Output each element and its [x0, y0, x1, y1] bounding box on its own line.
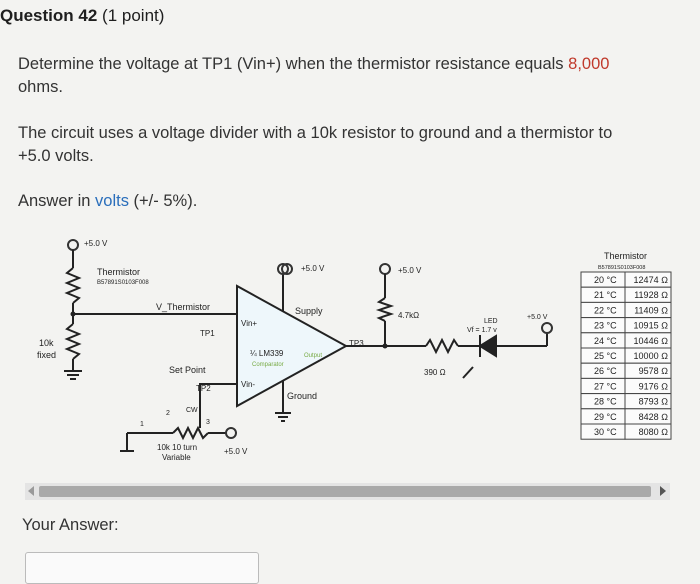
table-resistance: 8080 Ω	[639, 427, 669, 437]
circuit-diagram: +5.0 V Thermistor B57891S0103F008 V_Ther…	[37, 239, 672, 462]
table-temp: 23 °C	[594, 321, 617, 331]
label-pullup-5v: +5.0 V	[398, 266, 422, 275]
table-resistance: 11409 Ω	[634, 305, 668, 315]
table-temp: 20 °C	[594, 275, 617, 285]
label-pot-5v: +5.0 V	[224, 447, 248, 456]
label-fixed: fixed	[37, 350, 56, 360]
table-resistance: 9176 Ω	[639, 381, 669, 391]
table-temp: 28 °C	[594, 397, 617, 407]
table-temp: 27 °C	[594, 381, 617, 391]
table-resistance: 10915 Ω	[634, 321, 669, 331]
label-ground: Ground	[287, 391, 317, 401]
question-line-2: ohms.	[18, 78, 63, 96]
label-led: LED	[484, 318, 498, 325]
label-5v-left: +5.0 V	[84, 239, 108, 248]
label-tp2: TP2	[196, 384, 211, 393]
label-tp3: TP3	[349, 339, 364, 348]
your-answer-label: Your Answer:	[22, 516, 119, 534]
thermistor-table: Thermistor B57891S0103F008 20 °C 12474 Ω 2…	[580, 251, 672, 440]
horizontal-scrollbar[interactable]	[25, 483, 670, 500]
label-ic-sub: Comparator	[252, 362, 284, 368]
table-part: B57891S0103F008	[598, 265, 645, 271]
label-led-5v: +5.0 V	[527, 314, 548, 321]
label-pot-1: 10k 10 turn	[157, 443, 197, 452]
table-temp: 21 °C	[594, 290, 617, 300]
question-text: Determine the voltage at TP1 (Vin+) when…	[18, 55, 569, 73]
label-v-thermistor: V_Thermistor	[156, 302, 210, 312]
table-resistance: 10446 Ω	[634, 336, 669, 346]
resistor-10k-fixed	[64, 323, 82, 360]
label-tp1: TP1	[200, 329, 215, 338]
scroll-right-arrow-icon[interactable]	[660, 486, 666, 496]
label-390: 390 Ω	[424, 368, 446, 377]
tolerance-text: (+/- 5%).	[128, 192, 198, 210]
question-line-4: +5.0 volts.	[18, 147, 94, 165]
label-pot-pin1: 1	[140, 421, 144, 428]
label-ic-output: Output	[304, 353, 322, 359]
table-resistance: 12474 Ω	[634, 275, 669, 285]
question-number: Question 42	[0, 6, 98, 25]
table-resistance: 11928 Ω	[634, 290, 668, 300]
label-10k: 10k	[39, 338, 54, 348]
wire-vin-minus	[199, 383, 237, 414]
resistance-value: 8,000	[568, 55, 610, 73]
answer-input[interactable]	[25, 552, 259, 584]
resistor-390	[425, 337, 459, 355]
table-temp: 29 °C	[594, 412, 617, 422]
label-ic-name: ¼ LM339	[250, 349, 284, 358]
label-supply: Supply	[295, 306, 323, 316]
table-temp: 25 °C	[594, 351, 617, 361]
label-vf: Vf = 1.7 v	[467, 327, 497, 334]
label-thermistor: Thermistor	[97, 267, 140, 277]
potentiometer-symbol	[172, 425, 209, 441]
answer-in-text: Answer in	[18, 192, 96, 210]
table-title: Thermistor	[604, 251, 647, 261]
volts-link[interactable]: volts	[95, 192, 129, 210]
label-pot-cw: CW	[186, 407, 198, 414]
label-vin-minus: Vin-	[241, 380, 255, 389]
question-line-3: The circuit uses a voltage divider with …	[18, 124, 613, 142]
question-line-1: Determine the voltage at TP1 (Vin+) when…	[18, 52, 609, 76]
label-pot-2: Variable	[162, 453, 191, 462]
table-temp: 22 °C	[594, 305, 617, 315]
table-resistance: 8793 Ω	[639, 397, 669, 407]
label-pot-pin3: 3	[206, 419, 210, 426]
scroll-left-arrow-icon[interactable]	[28, 486, 34, 496]
table-resistance: 9578 Ω	[639, 366, 669, 376]
label-set-point: Set Point	[169, 365, 206, 375]
label-pot-pin2: 2	[166, 410, 170, 417]
resistor-4k7	[375, 297, 395, 322]
label-thermistor-part: B57891S0103F008	[97, 280, 149, 286]
question-line-5: Answer in volts (+/- 5%).	[18, 189, 197, 213]
label-supply-5v: +5.0 V	[301, 264, 325, 273]
table-temp: 26 °C	[594, 366, 617, 376]
table-temp: 24 °C	[594, 336, 617, 346]
question-points: (1 point)	[102, 6, 165, 25]
thermistor-symbol	[64, 267, 82, 304]
scrollbar-thumb[interactable]	[39, 486, 651, 497]
table-temp: 30 °C	[594, 427, 617, 437]
label-4k7: 4.7kΩ	[398, 311, 419, 320]
terminal-5v-left	[67, 239, 79, 251]
comparator-triangle	[236, 284, 349, 408]
led-symbol	[478, 334, 497, 358]
table-cell-resistance	[624, 423, 672, 440]
question-title: Question 42 (1 point)	[0, 6, 164, 26]
table-resistance: 8428 Ω	[639, 412, 669, 422]
label-vin-plus: Vin+	[241, 319, 257, 328]
table-resistance: 10000 Ω	[634, 351, 669, 361]
